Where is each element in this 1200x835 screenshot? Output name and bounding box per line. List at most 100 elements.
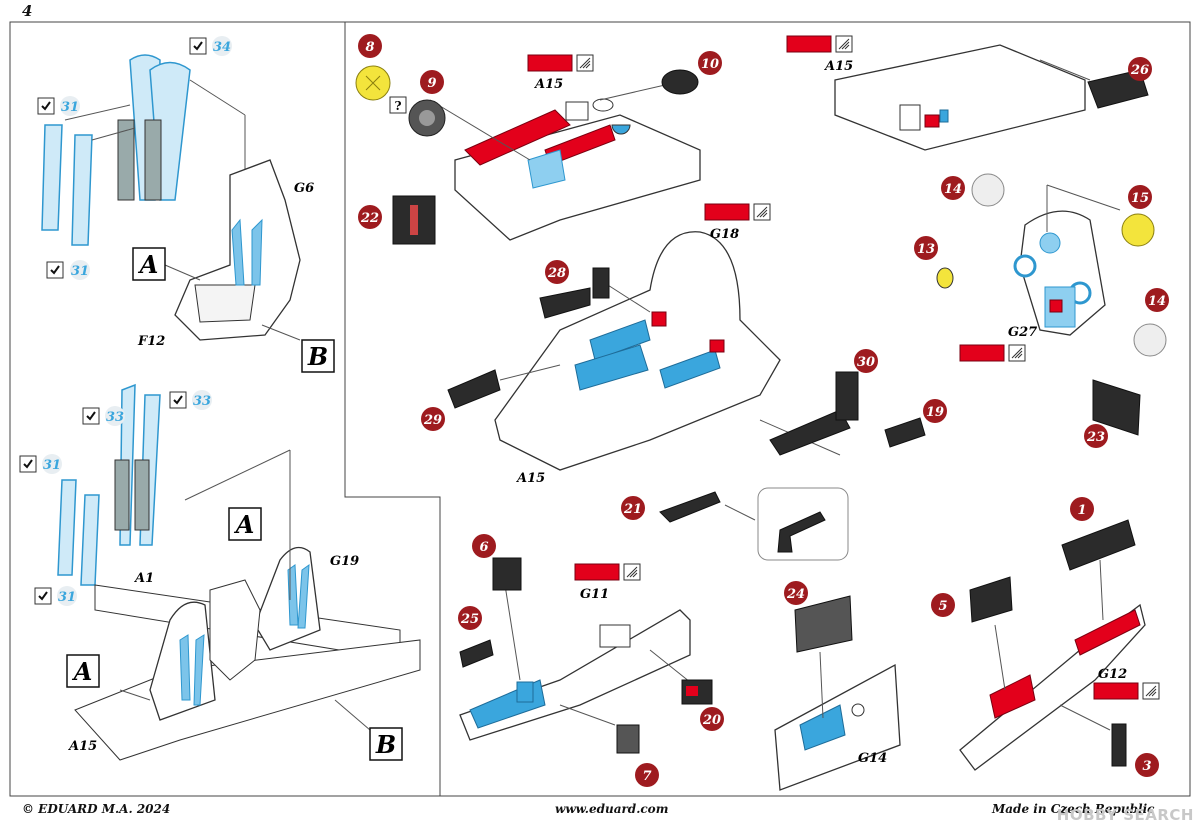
step-badge-1: 1 [1070,497,1094,521]
right-console-top [834,44,1091,151]
svg-text:14: 14 [1148,294,1166,309]
step-badge-7: 7 [635,763,659,787]
step-badge-8: 8 [358,34,382,58]
footer-copyright: © EDUARD M.A. 2024 [22,802,171,816]
svg-text:26: 26 [1130,63,1149,78]
step-9-grey-dial [408,99,446,137]
step-1-panel [1061,519,1136,571]
step-5-placard [969,576,1013,623]
svg-text:31: 31 [58,590,76,605]
step-21-strip [659,487,849,561]
svg-text:33: 33 [193,394,211,409]
step-6-placard [492,557,522,591]
svg-text:5: 5 [938,599,947,614]
svg-text:7: 7 [642,769,651,784]
step-badge-21: 21 [621,496,645,520]
svg-text:3: 3 [1142,759,1151,774]
belt-label-31: 31 [37,96,80,116]
svg-text:?: ? [394,99,401,113]
svg-text:22: 22 [360,211,379,226]
svg-text:B: B [307,342,328,371]
view-box-b: B [369,727,403,761]
step-badge-19: 19 [923,399,947,423]
part-label-a15: A15 [533,77,563,92]
svg-text:B: B [375,730,396,759]
right-console-g12 [959,559,1146,771]
step-badge-30: 30 [854,349,878,373]
page-number: 4 [22,2,33,20]
harness-straps-top [41,54,246,246]
red-color-swatch [959,344,1026,362]
svg-text:10: 10 [701,57,719,72]
svg-text:33: 33 [106,410,124,425]
panel-frame [9,21,1191,797]
svg-text:A: A [72,657,93,686]
view-box-a: A [132,247,166,281]
side-panel-g14 [774,651,901,791]
footer-made-in: Made in Czech Republic [992,802,1155,816]
step-badge-28: 28 [545,260,569,284]
step-badge-10: 10 [698,51,722,75]
step-badge-13: 13 [914,236,938,260]
red-color-swatch [704,203,771,221]
step-22-placard [392,195,436,245]
step-3-panel [1111,723,1127,767]
step-13-yellow-lens [936,267,954,289]
red-color-swatch [786,35,853,53]
instrument-panel-g27 [1013,184,1121,336]
part-label-a1: A1 [133,571,154,586]
harness-straps-bottom [57,383,161,586]
belt-label-31: 31 [34,586,77,606]
belt-label-34: 34 [189,36,232,56]
part-label-g14: G14 [858,751,887,766]
step-badge-14: 14 [941,176,965,200]
part-label-g19: G19 [330,554,359,569]
step-14-white-dial [971,173,1005,207]
svg-text:28: 28 [547,266,566,281]
step-14-white-dial [1133,323,1167,357]
red-color-swatch [527,54,594,72]
svg-text:31: 31 [61,100,79,115]
step-20-placard [681,679,713,705]
svg-text:9: 9 [427,76,436,91]
cockpit-tub-a15 [494,231,841,471]
step-badge-15: 15 [1128,185,1152,209]
svg-text:14: 14 [944,182,962,197]
step-badge-5: 5 [931,593,955,617]
view-box-a: A [66,654,100,688]
svg-text:30: 30 [857,355,875,370]
svg-text:31: 31 [71,264,89,279]
step-29-panel [447,369,501,409]
belt-label-31: 31 [46,260,90,280]
step-badge-6: 6 [472,534,496,558]
part-label-g18: G18 [710,227,739,242]
step-24-placard [794,595,853,653]
part-label-a15: A15 [515,471,545,486]
red-color-swatch [574,563,641,581]
svg-text:8: 8 [365,40,374,55]
svg-text:23: 23 [1086,430,1105,445]
svg-text:31: 31 [43,458,61,473]
svg-text:20: 20 [702,713,721,728]
step-badge-3: 3 [1135,753,1159,777]
step-badge-24: 24 [784,581,808,605]
view-box-b: B [301,339,335,373]
step-badge-22: 22 [358,205,382,229]
part-label-a15: A15 [823,59,853,74]
part-label-g27: G27 [1008,325,1037,340]
step-19-panel [884,417,926,448]
svg-text:A: A [234,510,255,539]
view-box-a: A [228,507,262,541]
svg-text:29: 29 [423,413,442,428]
part-label-f12: F12 [137,334,165,349]
step-23-panel [1092,379,1141,436]
question-box: ? [389,96,407,114]
step-30-panel [769,371,859,456]
belt-label-31: 31 [19,454,62,474]
svg-text:A: A [138,250,159,279]
svg-text:24: 24 [786,587,805,602]
cockpit-floor-assembly [74,449,421,761]
part-label-g12: G12 [1098,667,1127,682]
svg-text:25: 25 [460,612,479,627]
step-badge-25: 25 [458,606,482,630]
